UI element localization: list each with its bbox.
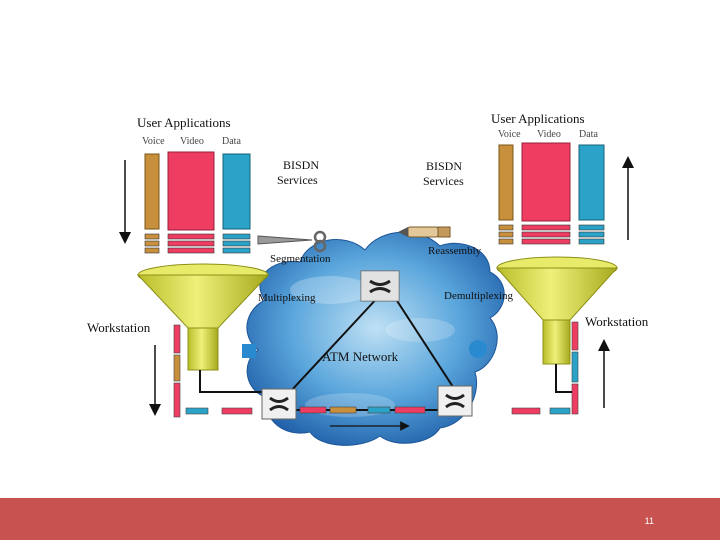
atm-network-label: ATM Network bbox=[322, 349, 399, 364]
atm-switch-icon bbox=[261, 388, 297, 420]
cloud-square-marker bbox=[242, 344, 256, 358]
video-stream-right bbox=[521, 142, 571, 222]
scissors-icon bbox=[257, 230, 327, 253]
data-stream-left bbox=[222, 153, 251, 230]
atm-switch-icon bbox=[437, 385, 473, 417]
multiplexing-funnel-left bbox=[136, 263, 270, 371]
workstation-right-label: Workstation bbox=[585, 314, 649, 329]
video-stream-left bbox=[167, 151, 215, 231]
video-label-left: Video bbox=[180, 136, 204, 147]
data-stream-right bbox=[578, 144, 605, 221]
bisdn-services-left-line1: BISDN bbox=[283, 158, 320, 172]
atm-switch-icon bbox=[360, 270, 400, 302]
segmentation-label: Segmentation bbox=[270, 253, 331, 265]
right-cell-chain bbox=[511, 321, 579, 415]
page-number: 11 bbox=[644, 516, 654, 526]
voice-stream-right bbox=[498, 144, 514, 221]
left-application-streams bbox=[144, 151, 251, 254]
right-application-streams bbox=[498, 142, 605, 245]
bisdn-services-right-line1: BISDN bbox=[426, 159, 463, 173]
workstation-left-label: Workstation bbox=[87, 320, 151, 335]
user-applications-left: User Applications bbox=[137, 115, 231, 130]
video-label-right: Video bbox=[537, 129, 561, 140]
multiplexing-label: Multiplexing bbox=[258, 292, 316, 304]
atm-bisdn-diagram bbox=[119, 142, 634, 446]
reassembly-label: Reassembly bbox=[428, 245, 482, 257]
voice-label-left: Voice bbox=[142, 136, 165, 147]
voice-label-right: Voice bbox=[498, 129, 521, 140]
left-cell-chain bbox=[173, 324, 253, 418]
pen-icon bbox=[398, 226, 451, 238]
network-cell-chain bbox=[299, 406, 426, 414]
data-label-right: Data bbox=[579, 129, 598, 140]
cloud-circle-marker bbox=[469, 340, 487, 358]
bisdn-services-left-line2: Services bbox=[277, 173, 318, 187]
footer-bar: 11 bbox=[0, 498, 720, 540]
data-label-left: Data bbox=[222, 136, 241, 147]
bisdn-services-right-line2: Services bbox=[423, 174, 464, 188]
demultiplexing-funnel-right bbox=[495, 256, 619, 365]
demultiplexing-label: Demultiplexing bbox=[444, 290, 514, 302]
voice-stream-left bbox=[144, 153, 160, 230]
user-applications-right: User Applications bbox=[491, 111, 585, 126]
